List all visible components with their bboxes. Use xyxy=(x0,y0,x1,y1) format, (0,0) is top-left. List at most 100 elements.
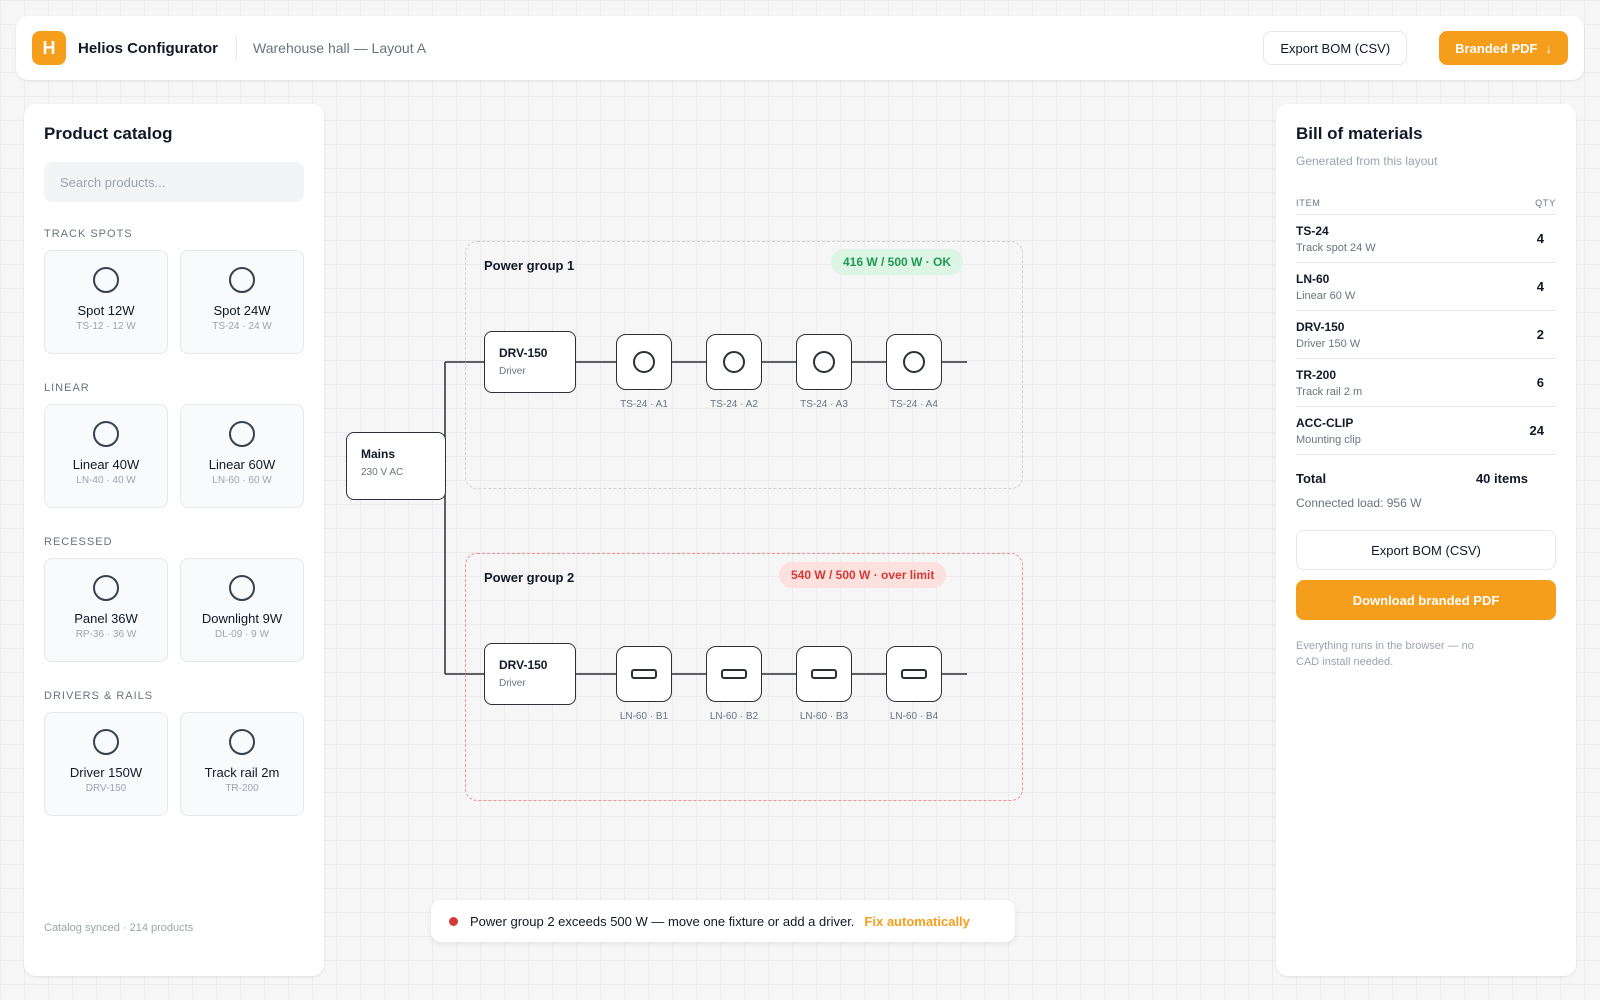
bom-code: TS-24 xyxy=(1296,223,1329,238)
product-card-downlight-9w[interactable]: Downlight 9W DL-09 · 9 W xyxy=(180,558,304,662)
bom-code: LN-60 xyxy=(1296,271,1330,286)
branded-pdf-button[interactable]: Branded PDF ↓ xyxy=(1439,31,1568,65)
bom-desc: Driver 150 W xyxy=(1296,337,1361,350)
product-sku: DRV-150 xyxy=(85,783,127,794)
bom-qty: 6 xyxy=(1536,375,1544,390)
fixture-label: LN-60 · B3 xyxy=(799,711,849,722)
category-grid: Spot 12W TS-12 · 12 W Spot 24W TS-24 · 2… xyxy=(44,250,304,354)
fixture-circle-icon xyxy=(229,729,255,755)
fix-automatically-link[interactable]: Fix automatically xyxy=(864,913,970,929)
driver-title: DRV-150 xyxy=(499,658,548,672)
total-label: Total xyxy=(1296,471,1327,486)
category-grid: Linear 40W LN-40 · 40 W Linear 60W LN-60… xyxy=(44,404,304,508)
mains-node[interactable]: Mains 230 V AC xyxy=(346,432,446,500)
category-label: LINEAR xyxy=(44,382,90,394)
product-name: Spot 24W xyxy=(213,303,271,318)
bom-table-header: ITEM QTY xyxy=(1296,198,1556,215)
power-alert-toast: Power group 2 exceeds 500 W — move one f… xyxy=(431,900,1015,942)
mains-title: Mains xyxy=(361,447,396,461)
load-status-badge: 540 W / 500 W · over limit xyxy=(779,562,947,588)
bom-title: Bill of materials xyxy=(1296,124,1423,143)
mains-voltage: 230 V AC xyxy=(361,467,404,478)
bom-qty: 4 xyxy=(1536,231,1544,246)
header-divider xyxy=(236,36,238,60)
linear-icon xyxy=(721,669,747,679)
app-title: Helios Configurator xyxy=(78,39,219,57)
search-input[interactable] xyxy=(44,162,304,202)
fixture-b1[interactable] xyxy=(616,646,672,702)
catalog-title: Product catalog xyxy=(44,124,173,143)
group-title: Power group 2 xyxy=(484,570,575,585)
fixture-a2[interactable] xyxy=(706,334,762,390)
product-name: Driver 150W xyxy=(69,765,143,780)
product-card-panel-36w[interactable]: Panel 36W RP-36 · 36 W xyxy=(44,558,168,662)
fixture-circle-icon xyxy=(93,575,119,601)
bom-export-label: Export BOM (CSV) xyxy=(1371,542,1481,558)
fixture-circle-icon xyxy=(93,729,119,755)
fixture-circle-icon xyxy=(229,267,255,293)
app-logo: H xyxy=(32,31,66,65)
product-catalog-panel: Product catalog TRACK SPOTS Spot 12W TS-… xyxy=(24,104,324,976)
fixture-label: LN-60 · B2 xyxy=(709,711,759,722)
bom-qty: 2 xyxy=(1536,327,1544,342)
power-group-1[interactable]: Power group 1 416 W / 500 W · OK xyxy=(465,241,1023,489)
bom-code: DRV-150 xyxy=(1296,319,1345,334)
product-sku: DL-09 · 9 W xyxy=(215,629,269,640)
fixture-label: TS-24 · A1 xyxy=(620,399,668,410)
bom-desc: Linear 60 W xyxy=(1296,289,1356,302)
export-bom-button[interactable]: Export BOM (CSV) xyxy=(1263,31,1408,65)
linear-icon xyxy=(811,669,837,679)
alert-message: Power group 2 exceeds 500 W — move one f… xyxy=(470,913,855,929)
category-label: RECESSED xyxy=(44,536,113,548)
fixture-circle-icon xyxy=(229,421,255,447)
fixture-b3[interactable] xyxy=(796,646,852,702)
bom-code: TR-200 xyxy=(1296,367,1337,382)
fixture-circle-icon xyxy=(93,421,119,447)
product-name: Track rail 2m xyxy=(204,765,280,780)
branded-pdf-label: Branded PDF xyxy=(1455,40,1538,56)
driver-node-group-1[interactable]: DRV-150 Driver xyxy=(484,331,576,393)
product-card-spot-12w[interactable]: Spot 12W TS-12 · 12 W xyxy=(44,250,168,354)
bom-qty: 24 xyxy=(1529,423,1544,438)
product-name: Linear 40W xyxy=(72,457,140,472)
col-item: ITEM xyxy=(1296,198,1321,208)
bom-desc: Track spot 24 W xyxy=(1296,241,1376,254)
bom-subtitle: Generated from this layout xyxy=(1296,154,1438,168)
bom-export-csv-button[interactable]: Export BOM (CSV) xyxy=(1296,530,1556,570)
product-card-linear-40w[interactable]: Linear 40W LN-40 · 40 W xyxy=(44,404,168,508)
product-sku: TS-24 · 24 W xyxy=(212,321,272,332)
fixture-b2[interactable] xyxy=(706,646,762,702)
fixture-a1[interactable] xyxy=(616,334,672,390)
product-name: Panel 36W xyxy=(74,611,138,626)
product-card-driver-150w[interactable]: Driver 150W DRV-150 xyxy=(44,712,168,816)
spot-icon xyxy=(633,351,655,373)
total-value: 40 items xyxy=(1475,471,1528,486)
download-arrow-icon: ↓ xyxy=(1545,40,1553,56)
bom-code: ACC-CLIP xyxy=(1296,415,1354,430)
product-card-track-rail-2m[interactable]: Track rail 2m TR-200 xyxy=(180,712,304,816)
product-card-spot-24w[interactable]: Spot 24W TS-24 · 24 W xyxy=(180,250,304,354)
fixture-a4[interactable] xyxy=(886,334,942,390)
linear-icon xyxy=(901,669,927,679)
group-title: Power group 1 xyxy=(484,258,575,273)
product-sku: TS-12 · 12 W xyxy=(76,321,136,332)
fixture-a3[interactable] xyxy=(796,334,852,390)
product-name: Linear 60W xyxy=(208,457,276,472)
catalog-sync-status: Catalog synced · 214 products xyxy=(44,922,194,934)
fixture-b4[interactable] xyxy=(886,646,942,702)
linear-icon xyxy=(631,669,657,679)
spot-icon xyxy=(903,351,925,373)
product-card-linear-60w[interactable]: Linear 60W LN-60 · 60 W xyxy=(180,404,304,508)
header-actions: Export BOM (CSV) Branded PDF ↓ xyxy=(1263,31,1568,65)
power-group-2[interactable]: Power group 2 540 W / 500 W · over limit xyxy=(465,553,1023,801)
driver-node-group-2[interactable]: DRV-150 Driver xyxy=(484,643,576,705)
driver-title: DRV-150 xyxy=(499,346,548,360)
download-branded-pdf-button[interactable]: Download branded PDF xyxy=(1296,580,1556,620)
product-sku: RP-36 · 36 W xyxy=(75,629,137,640)
